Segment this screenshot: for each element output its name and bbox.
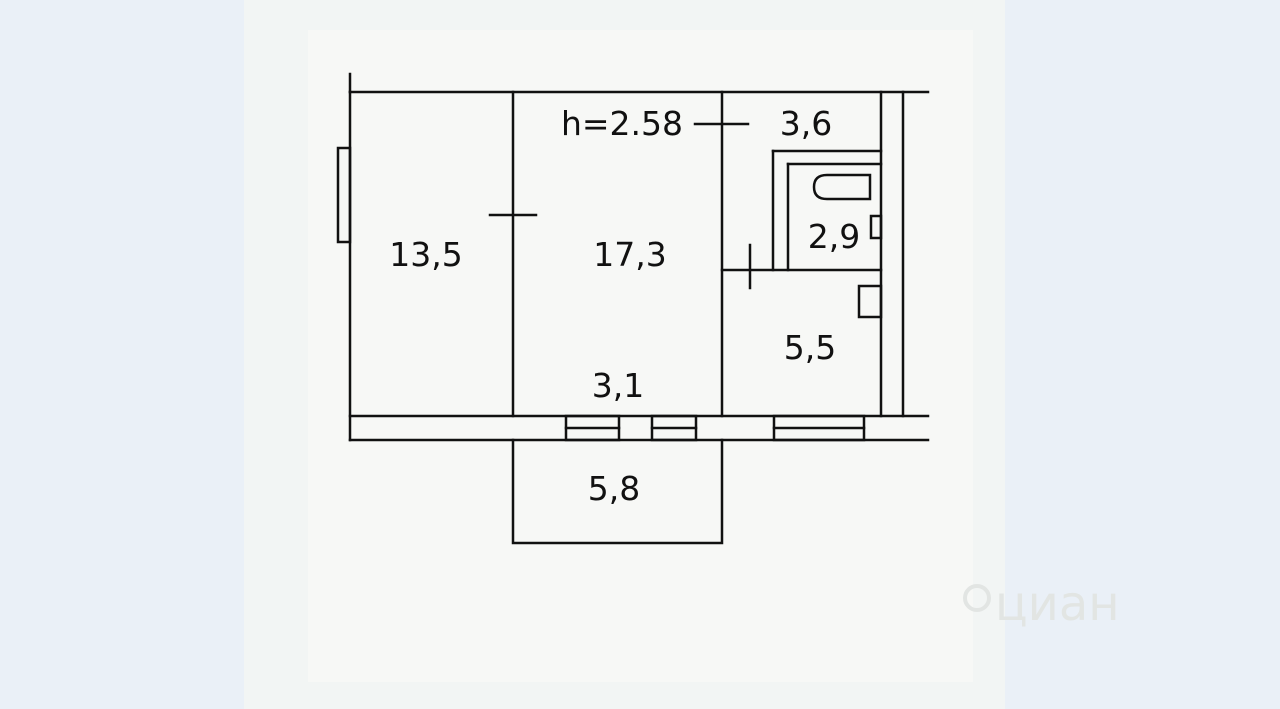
watermark-text: циан: [995, 576, 1120, 632]
kitchen-area: 5,5: [784, 328, 836, 367]
balcony-outline: [511, 438, 724, 545]
cian-watermark: циан: [963, 576, 1120, 632]
hall-area: 3,6: [780, 104, 832, 143]
corridor-area: 3,1: [592, 366, 644, 405]
balcony-area: 5,8: [588, 469, 640, 508]
plan-canvas: [308, 30, 973, 682]
sink-icon: [869, 214, 883, 240]
plan-frame: [244, 0, 1005, 709]
bathtub-icon: [812, 173, 872, 201]
room-main-area: 17,3: [593, 235, 666, 274]
stove-icon: [857, 284, 883, 319]
ceiling-height-label: h=2.58: [561, 104, 683, 143]
room-left-area: 13,5: [389, 235, 462, 274]
left-window: [336, 146, 352, 244]
bathroom-area: 2,9: [808, 217, 860, 256]
